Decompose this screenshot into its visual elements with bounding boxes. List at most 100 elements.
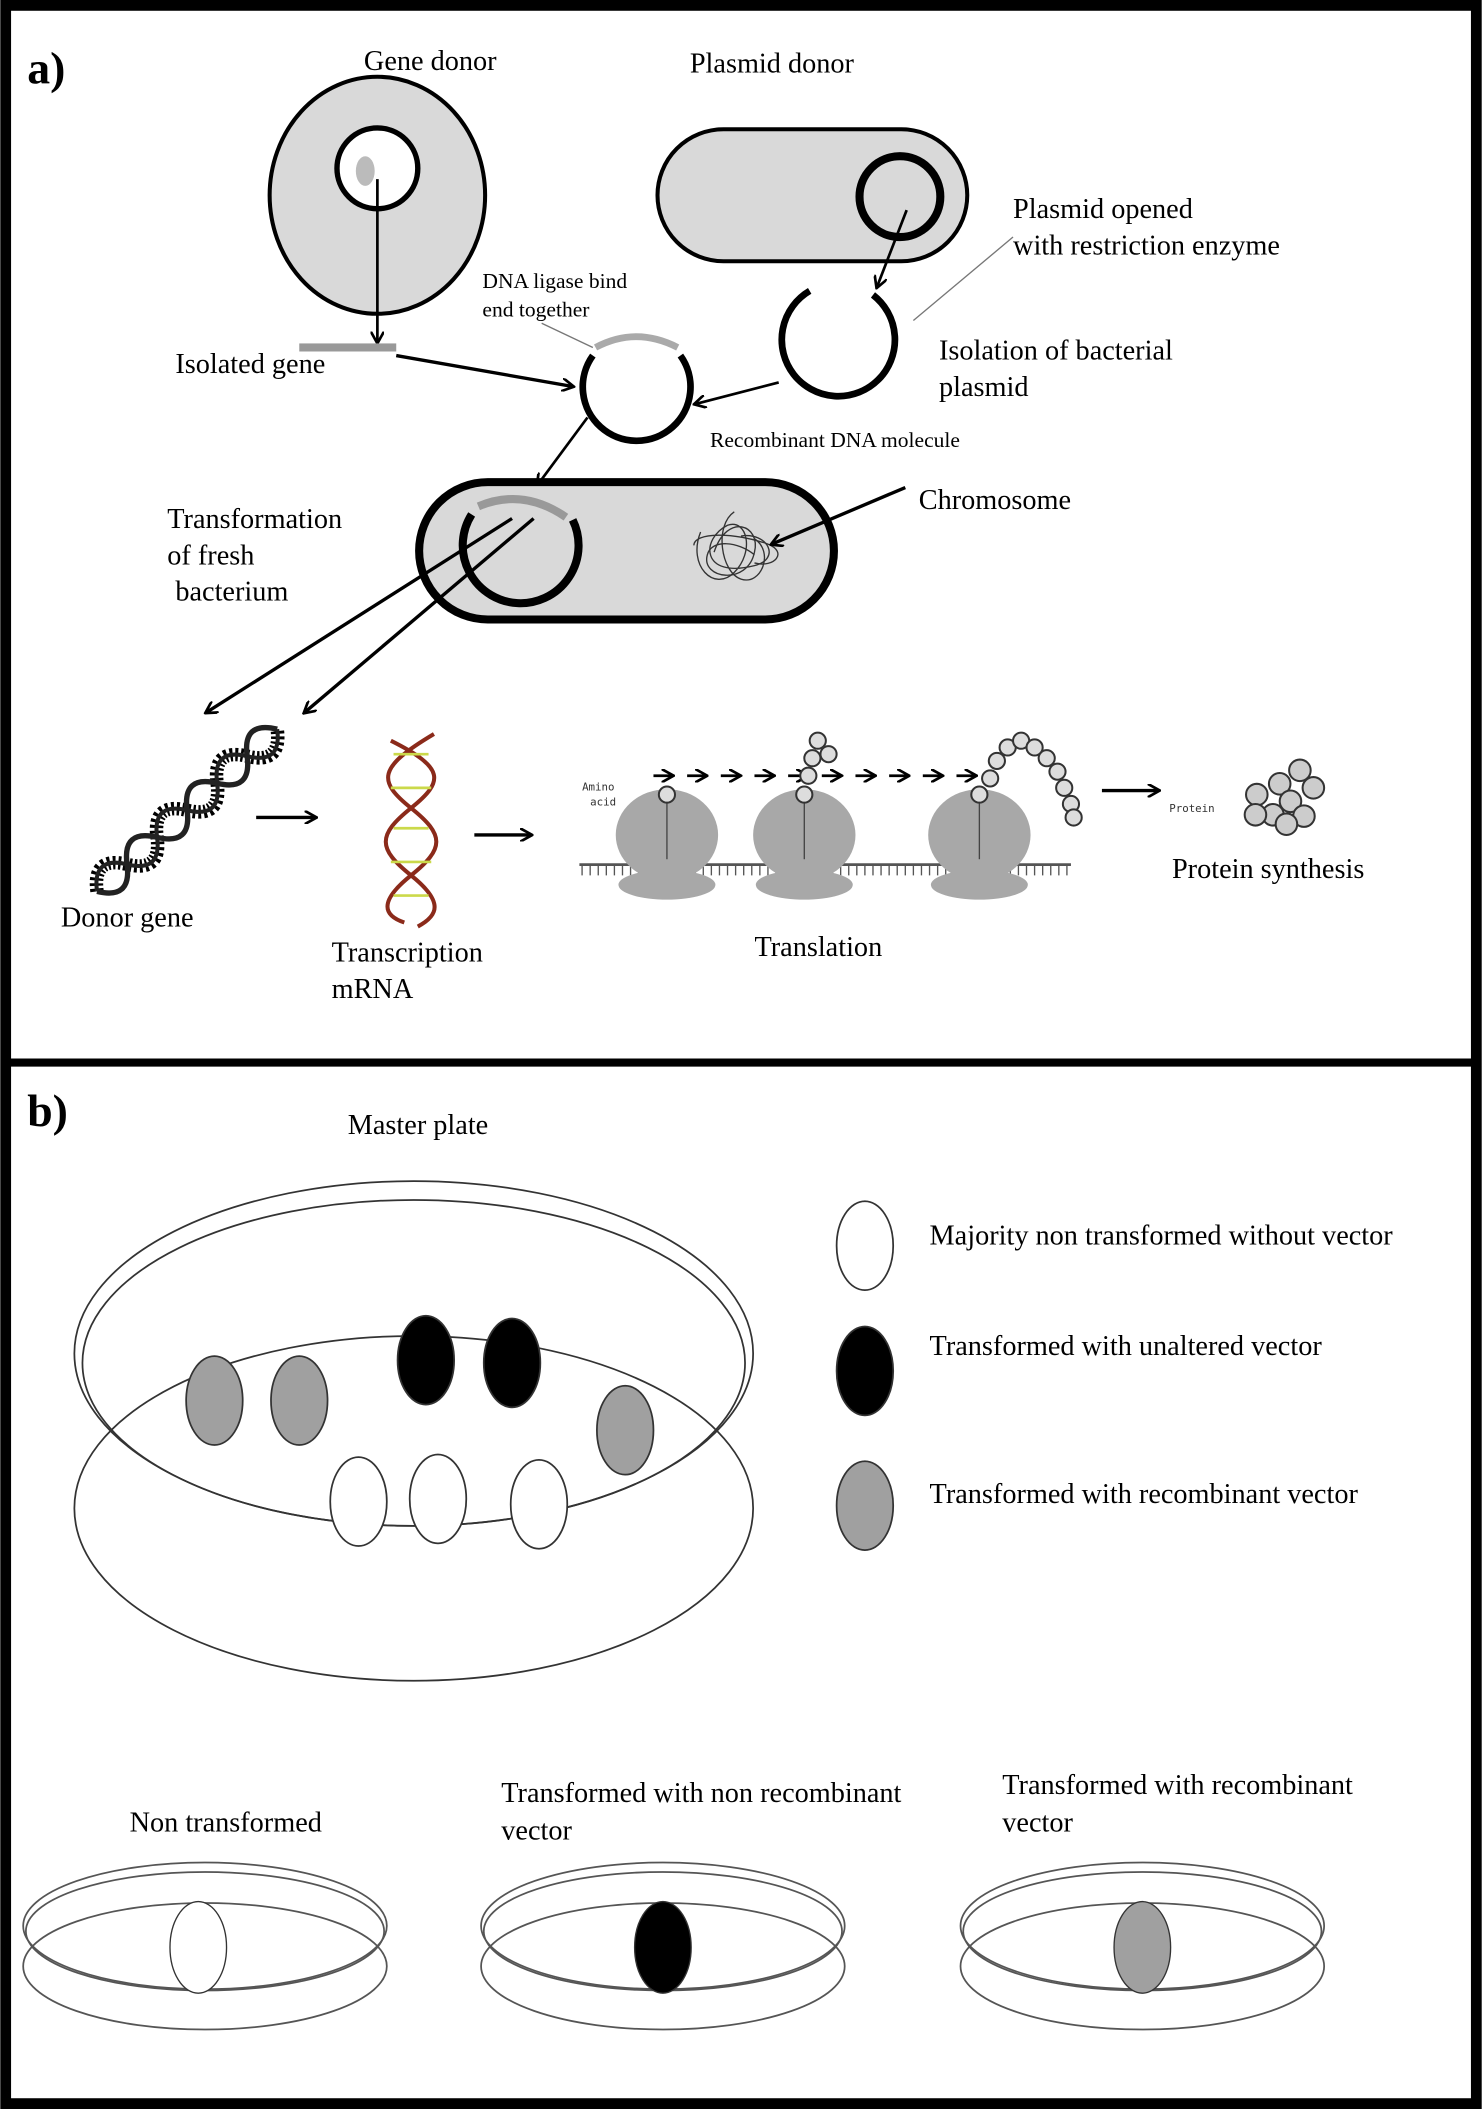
arrow-chromosome	[772, 485, 906, 545]
arrow-transformation	[538, 416, 589, 484]
colony-non-transformed	[509, 1458, 569, 1550]
small-plates	[22, 1861, 1326, 2031]
protein-bead	[1245, 782, 1269, 807]
master-plate-colonies	[185, 1314, 655, 1550]
isolated-gene-fragment	[299, 343, 397, 352]
amino-acid-bead	[819, 745, 838, 764]
transcription-line2: mRNA	[332, 974, 414, 1005]
plasmid-donor-label: Plasmid donor	[690, 49, 855, 80]
ribosome-small-subunit	[618, 869, 716, 900]
protein-bead	[1301, 776, 1326, 800]
plasmid-opened-line2: with restriction enzyme	[1013, 231, 1280, 262]
legend-label: Transformed with recombinant vector	[930, 1479, 1359, 1510]
protein-bead	[1288, 758, 1312, 783]
dna-ligase-line2: end together	[482, 297, 589, 321]
amino-acid-label-2: acid	[590, 795, 616, 808]
transformation-line2: of fresh	[167, 540, 254, 571]
plasmid-donor-cell	[655, 127, 970, 264]
legend-item: Transformed with recombinant vector	[835, 1460, 1359, 1551]
dna-ligase-leader	[541, 322, 594, 349]
amino-acid-bead	[799, 766, 818, 785]
transcription-line1: Transcription	[332, 938, 483, 969]
protein-cluster-icon	[1243, 758, 1326, 836]
arrow-plasmid-to-recombinant	[695, 381, 780, 404]
colony-unaltered	[482, 1317, 542, 1409]
arrow-gene-to-recombinant	[395, 353, 572, 387]
arrow-plasmid-extraction	[877, 209, 908, 287]
protein-bead	[1243, 802, 1268, 827]
panel-a-label: a)	[27, 42, 65, 93]
plate-2-label-line2: vector	[501, 1816, 572, 1847]
master-plate-label: Master plate	[348, 1110, 489, 1141]
opened-plasmid	[778, 287, 899, 400]
legend-label: Majority non transformed without vector	[930, 1220, 1394, 1251]
plate-2-label-line1: Transformed with non recombinant	[501, 1778, 901, 1809]
dna-helix-icon	[89, 724, 285, 896]
chromosome-label: Chromosome	[919, 485, 1071, 516]
amino-acid-bead	[987, 751, 1006, 771]
amino-acid-bead	[1025, 738, 1044, 757]
amino-acid-bead	[657, 785, 677, 804]
protein-synthesis-label: Protein synthesis	[1172, 854, 1364, 885]
colony-unaltered	[396, 1314, 456, 1406]
translation-ribosomes	[579, 731, 1083, 900]
colony-non-transformed	[329, 1456, 388, 1547]
plate-colony	[1113, 1900, 1172, 1994]
amino-acid-bead	[803, 749, 822, 768]
protein-bead	[1278, 789, 1303, 814]
plasmid-opened-line1: Plasmid opened	[1013, 194, 1193, 225]
protein-small-label: Protein	[1169, 802, 1214, 815]
chromosome-icon	[693, 511, 779, 581]
amino-acid-bead	[1037, 749, 1056, 768]
gene-donor-label: Gene donor	[364, 46, 497, 77]
amino-acid-bead	[981, 769, 1000, 788]
colony-non-transformed	[408, 1453, 468, 1545]
legend: Majority non transformed without vector …	[835, 1200, 1394, 1551]
legend-swatch-black	[835, 1325, 895, 1417]
ribosome-small-subunit	[930, 869, 1028, 900]
plate-colony	[633, 1900, 692, 1994]
colony-recombinant	[596, 1384, 655, 1476]
donor-gene-label: Donor gene	[61, 903, 194, 934]
panel-b: b) Master plate Majority non transformed…	[22, 1085, 1394, 2031]
isolated-gene-label: Isolated gene	[175, 349, 325, 380]
fresh-bacterium	[415, 478, 838, 624]
panel-a: a) Gene donor Plasmid donor Isolated gen…	[27, 42, 1364, 1004]
arrow-to-donor-gene-2	[305, 517, 535, 712]
legend-label: Transformed with unaltered vector	[930, 1331, 1323, 1362]
amino-acid-bead	[970, 785, 989, 804]
dna-ligase-line1: DNA ligase bind	[482, 269, 627, 293]
isolation-line1: Isolation of bacterial	[939, 336, 1173, 367]
plasmid-opened-leader	[912, 236, 1014, 322]
transformation-line1: Transformation	[167, 504, 342, 535]
mrna-helix-icon	[383, 732, 439, 929]
legend-item: Majority non transformed without vector	[835, 1200, 1394, 1292]
plate-colony	[169, 1900, 228, 1994]
ribosome-small-subunit	[755, 869, 853, 900]
protein-bead	[1267, 772, 1292, 796]
isolation-line2: plasmid	[939, 372, 1029, 403]
panel-b-label: b)	[27, 1085, 68, 1136]
translation-label: Translation	[754, 932, 882, 963]
amino-acid-bead	[1064, 808, 1083, 827]
arrow-to-donor-gene-1	[206, 517, 513, 712]
amino-acid-bead	[808, 731, 827, 750]
legend-swatch-white	[835, 1200, 895, 1292]
colony-recombinant	[270, 1355, 329, 1446]
legend-swatch-gray	[835, 1460, 895, 1551]
amino-acid-label-1: Amino	[582, 781, 614, 794]
plate-3-label-line2: vector	[1002, 1808, 1073, 1839]
amino-acid-bead	[1048, 762, 1067, 781]
legend-item: Transformed with unaltered vector	[835, 1325, 1323, 1417]
amino-acid-bead	[1055, 778, 1074, 797]
colony-recombinant	[185, 1355, 244, 1446]
protein-bead	[1274, 812, 1299, 836]
plate-3-label-line1: Transformed with recombinant	[1002, 1770, 1353, 1801]
amino-acid-bead	[795, 785, 814, 804]
recombinant-dna-ring	[579, 333, 694, 445]
transformation-line3: bacterium	[175, 577, 288, 608]
plate-1-label: Non transformed	[130, 1808, 322, 1839]
